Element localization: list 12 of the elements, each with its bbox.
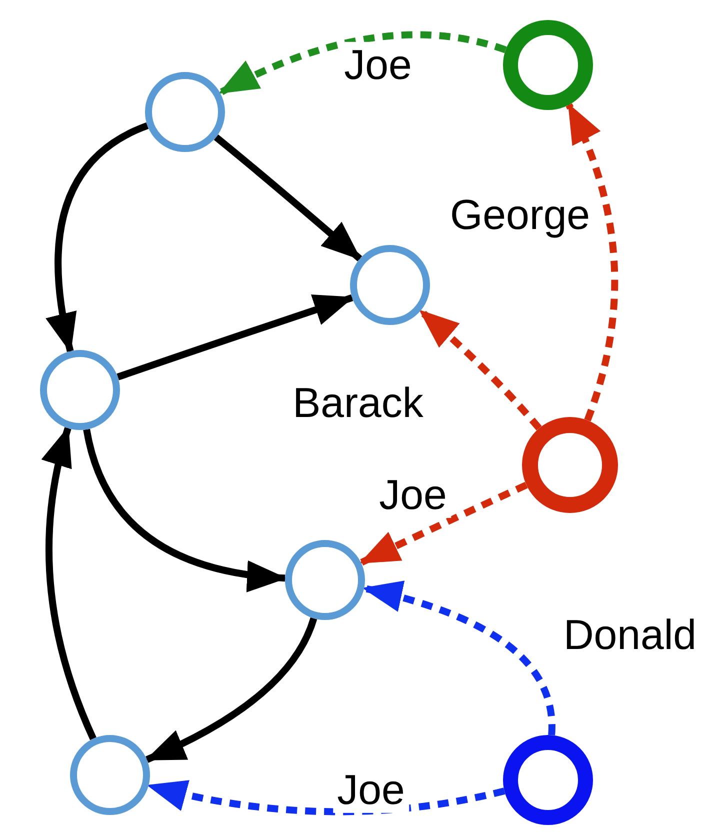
arrow [359,482,528,566]
arrow [214,134,362,262]
arrow [218,31,507,96]
arrow [146,779,506,816]
arrow [46,122,149,354]
arrow [566,103,618,422]
arrow [42,426,96,740]
arrow [418,308,542,431]
arrow [362,582,556,736]
arrow [145,617,318,763]
arrow [83,428,288,592]
arrow [116,294,354,380]
